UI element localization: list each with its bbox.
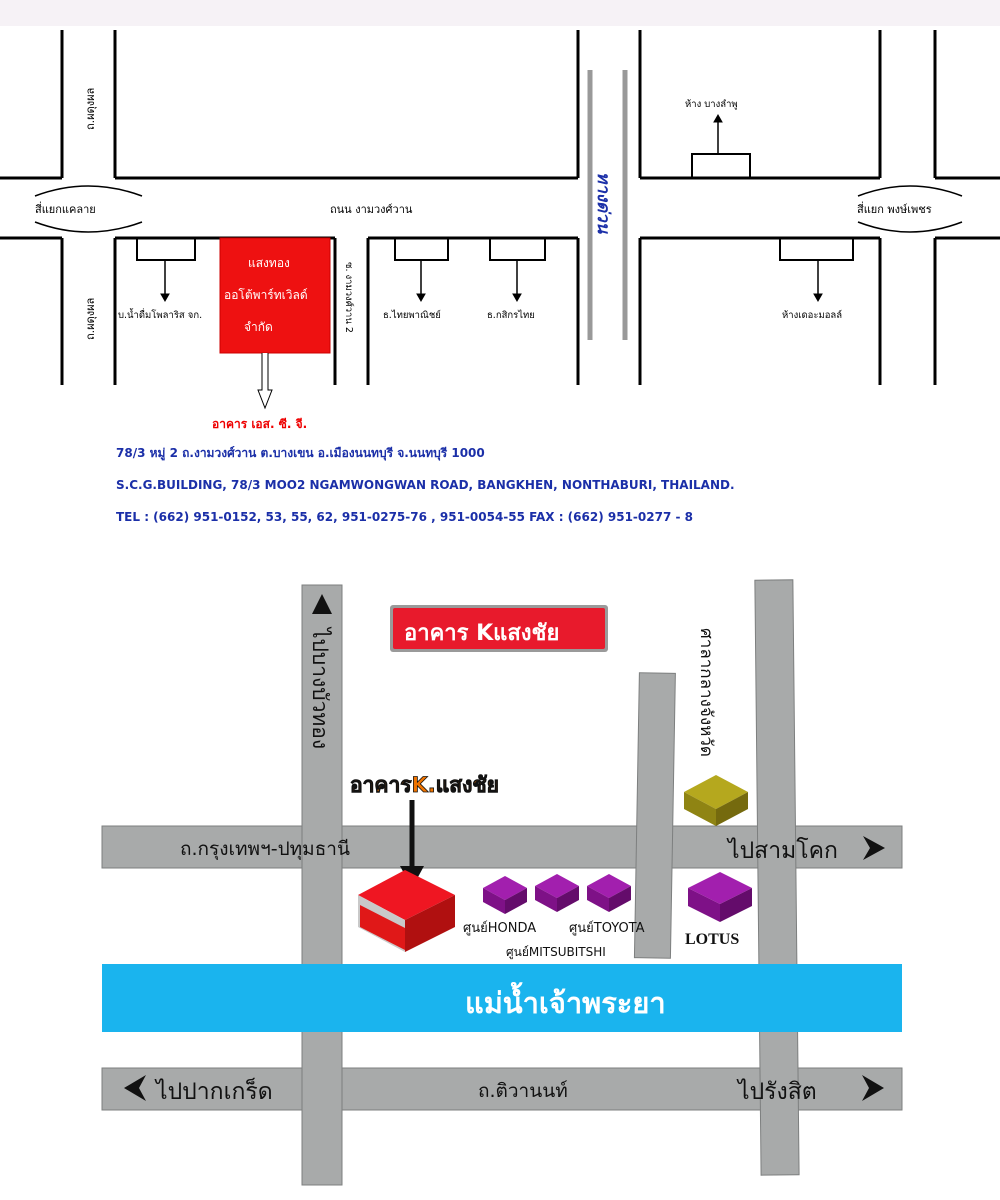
- arrow-right-rangsit-icon: [862, 1075, 884, 1101]
- company-line3: จำกัด: [244, 320, 273, 334]
- bottom-map: [101, 579, 903, 1186]
- lotus-building-icon: [688, 872, 752, 922]
- label-left-road-top: ถ.ผดุงผล: [84, 88, 97, 130]
- label-left-road-bottom: ถ.ผดุงผล: [84, 298, 97, 340]
- top-map: [0, 0, 1000, 410]
- k-saengchai-building-icon: [358, 870, 455, 952]
- label-to-pak-kret: ไปปากเกร็ด: [154, 1076, 273, 1105]
- factory-box: [136, 238, 196, 261]
- label-toyota: ศูนย์TOYOTA: [569, 920, 645, 936]
- label-mall-banglamphu: ห้าง บางลำพู: [685, 99, 738, 110]
- label-to-bang-bua-thong: ไปบางบัวทอง: [308, 626, 332, 749]
- address-english: S.C.G.BUILDING, 78/3 MOO2 NGAMWONGWAN RO…: [116, 478, 735, 492]
- mall-banglamphu-box: [691, 153, 751, 178]
- label-main-road: ถนน งามวงศ์วาน: [330, 203, 413, 216]
- top-map-labels: ถนน งามวงศ์วาน สี่แยกแคลาย สี่แยก พงษ์เพ…: [35, 88, 932, 524]
- label-mitsubishi: ศูนย์MITSUBITSHI: [506, 945, 606, 960]
- honda-building-icon: [483, 876, 527, 914]
- address-phone: TEL : (662) 951-0152, 53, 55, 62, 951-02…: [116, 510, 693, 524]
- company-box: [219, 237, 331, 354]
- junction-arc-left: [34, 185, 143, 233]
- expressway-median: [587, 70, 628, 340]
- left-road-edge: [60, 30, 117, 385]
- road-court-branch: [633, 672, 676, 959]
- the-mall-box: [779, 238, 854, 261]
- label-honda: ศูนย์HONDA: [463, 920, 536, 936]
- label-junction-right: สี่แยก พงษ์เพชร: [857, 201, 932, 216]
- label-scg-building: อาคาร เอส. ซี. จี.: [212, 417, 307, 431]
- address-thai: 78/3 หมู่ 2 ถ.งามวงศ์วาน ต.บางเขน อ.เมือ…: [116, 446, 485, 461]
- label-junction-left: สี่แยกแคลาย: [35, 201, 96, 216]
- company-line2: ออโต้พาร์ทเวิลด์: [224, 288, 308, 302]
- road-bang-bua-thong: [301, 584, 343, 1186]
- right-road-edge: [878, 30, 937, 385]
- junction-arc-right: [857, 185, 963, 233]
- label-expressway: ทางด่วน: [593, 172, 613, 235]
- label-road-top: ถ.กรุงเทพฯ-ปทุมธานี: [180, 838, 350, 861]
- chao-phraya-river: [102, 964, 902, 1032]
- label-to-rangsit: ไปรังสิต: [736, 1078, 817, 1105]
- expressway-edge: [576, 30, 642, 385]
- arrow-up-icon: [312, 594, 332, 614]
- label-k-saengchai: อาคารK.แสงชัย: [350, 773, 499, 797]
- company-arrow: [257, 353, 273, 410]
- toyota-building-icon: [587, 874, 631, 912]
- mitsubishi-building-icon: [535, 874, 579, 912]
- court-building-icon: [684, 775, 748, 826]
- label-factory: บ.น้ำดื่มโพลาริส จก.: [118, 308, 202, 321]
- bank-scb-box: [394, 238, 449, 261]
- label-lotus: LOTUS: [685, 931, 739, 948]
- arrow-right-sam-khok-icon: [863, 836, 885, 860]
- soi-road-edge: [333, 238, 370, 385]
- bank-kbank-box: [489, 238, 546, 261]
- bottom-map-labels: อาคาร Kแสงชัย อาคารK.แสงชัย ถ.กรุงเทพฯ-ป…: [154, 621, 838, 1105]
- label-bank-kbank: ธ.กสิกรไทย: [487, 309, 535, 321]
- title-badge-text: อาคาร Kแสงชัย: [404, 621, 559, 646]
- company-line1: แสงทอง: [248, 256, 290, 270]
- label-the-mall: ห้างเดอะมอลล์: [782, 309, 842, 321]
- label-court: ศาลากลางจังหวัด: [696, 628, 716, 757]
- label-road-bottom: ถ.ติวานนท์: [478, 1080, 568, 1102]
- label-to-sam-khok: ไปสามโคก: [726, 837, 838, 864]
- arrow-left-pak-kret-icon: [124, 1075, 146, 1101]
- label-river: แม่น้ำเจ้าพระยา: [465, 981, 666, 1020]
- label-bank-scb: ธ.ไทยพาณิชย์: [383, 309, 441, 321]
- label-soi: ซ. งามวงศ์วาน 2: [343, 262, 355, 333]
